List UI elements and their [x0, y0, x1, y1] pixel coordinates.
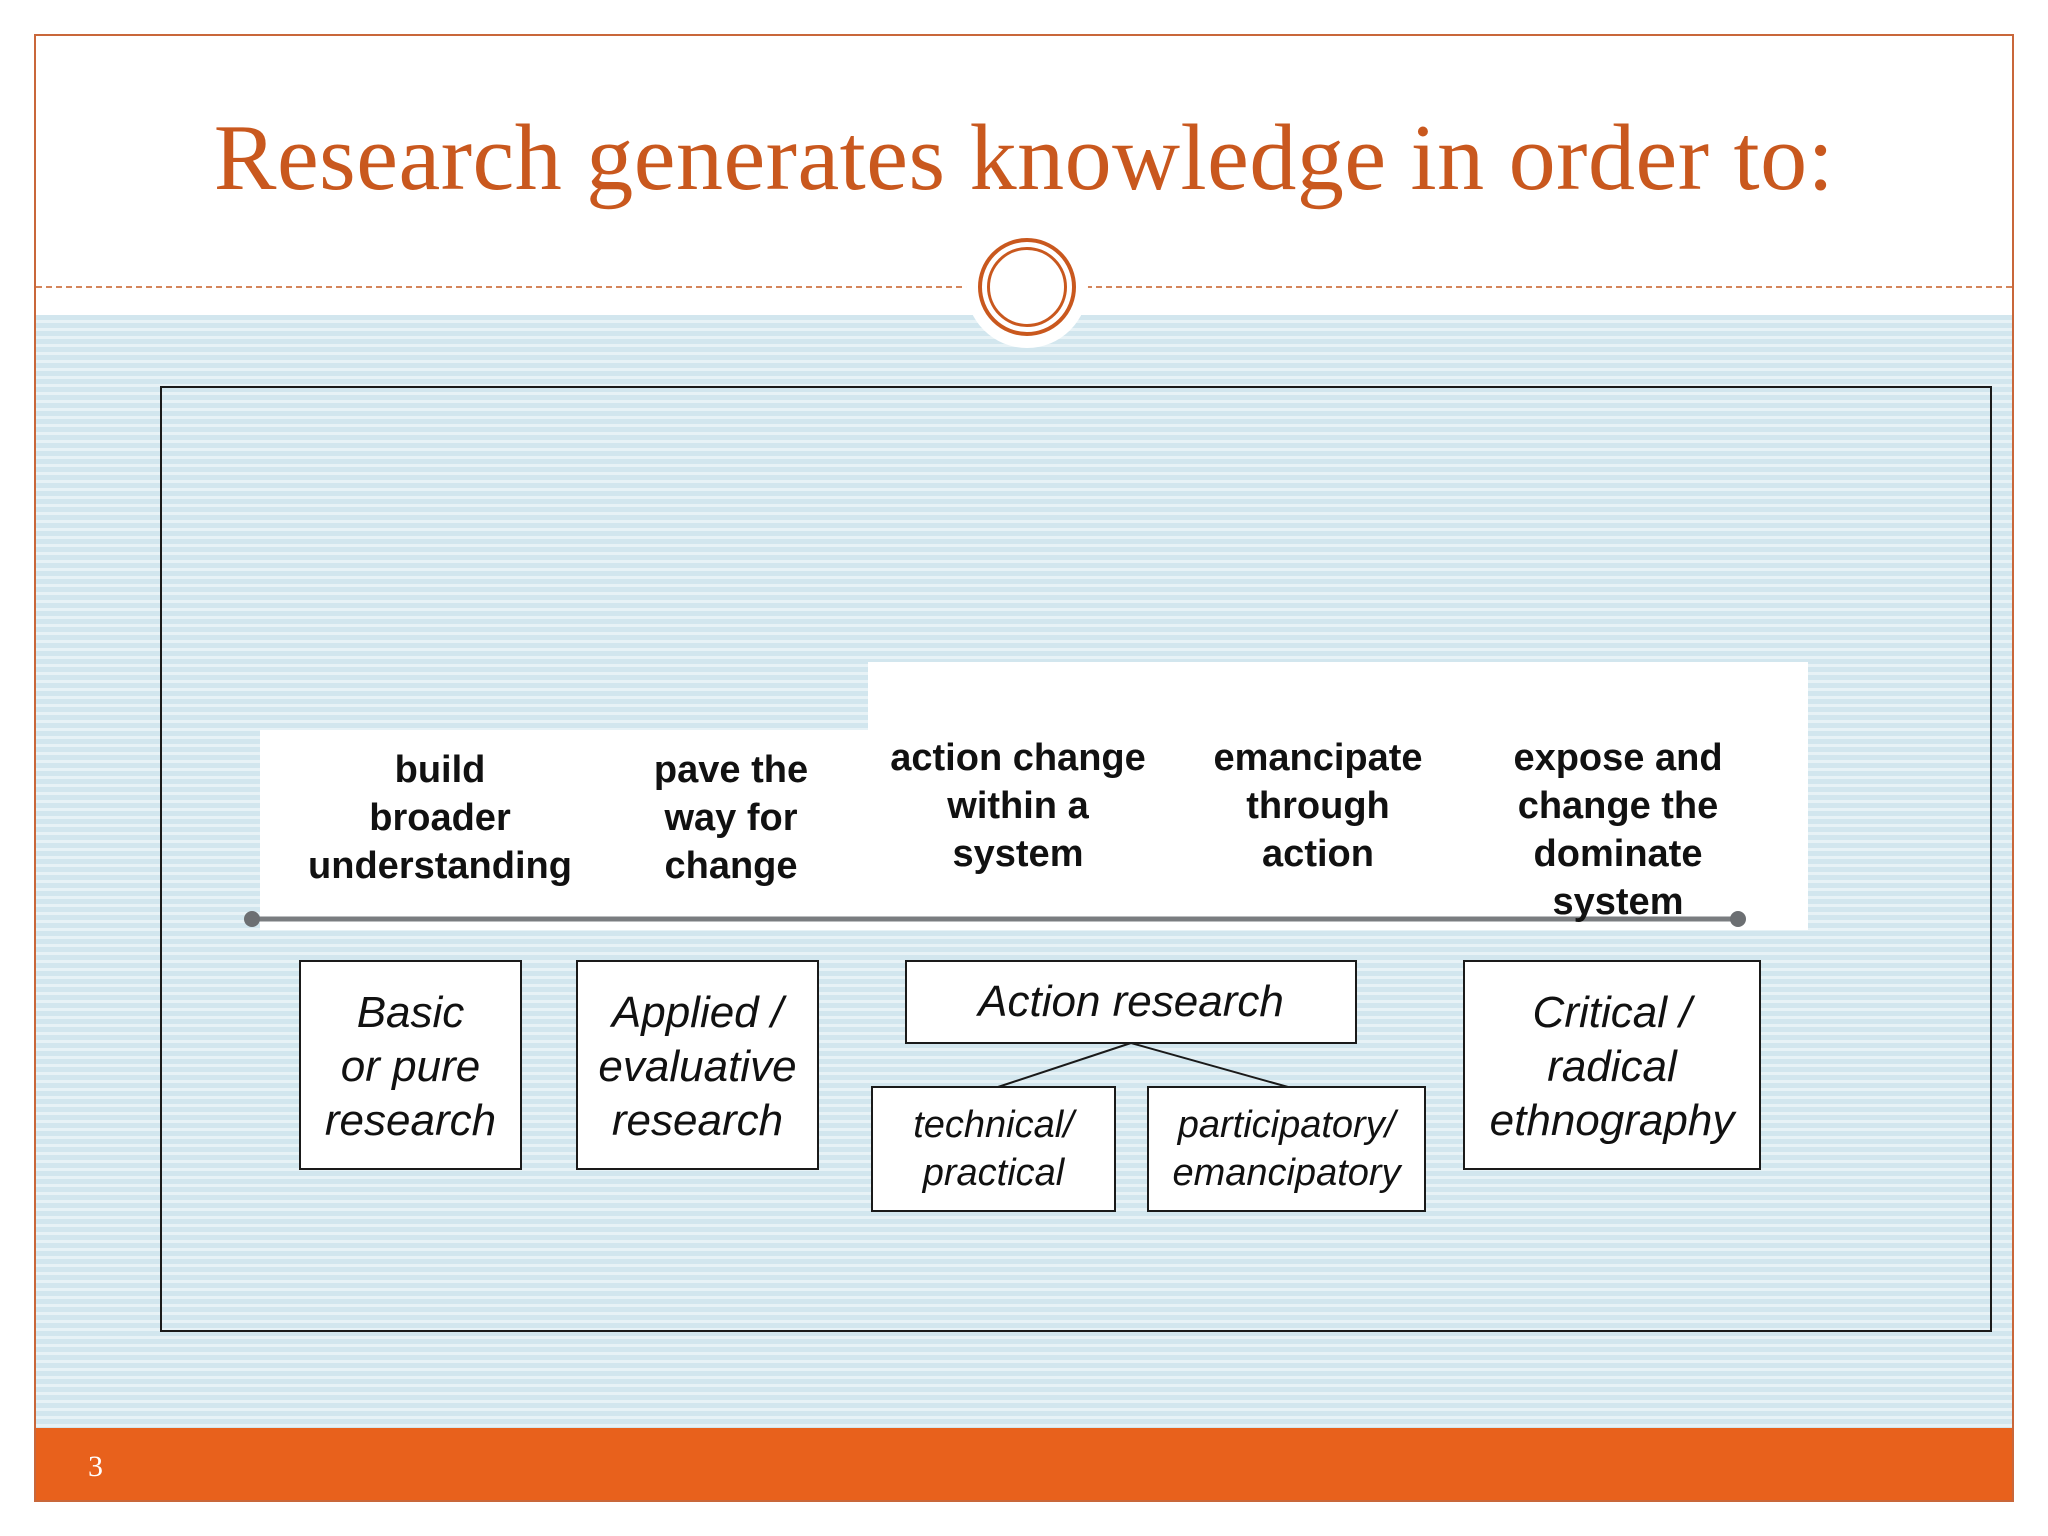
slide-title: Research generates knowledge in order to… — [213, 106, 1835, 210]
purpose-label-expose-change: expose and change the dominate system — [1513, 737, 1723, 923]
purpose-panel-left — [260, 730, 890, 930]
ornament-outer-ring — [978, 238, 1076, 336]
technical-practical-label: technical/ practical — [913, 1104, 1074, 1194]
branch-line-technical — [997, 1042, 1132, 1088]
participatory-emancipatory-label: participatory/ emancipatory — [1172, 1104, 1401, 1194]
basic-research-label: Basic or pure research — [324, 988, 497, 1145]
slide: Research generates knowledge in order to… — [34, 34, 2014, 1502]
footer-bar: 3 — [36, 1428, 2012, 1500]
diagram-graphics — [244, 662, 1808, 1212]
purpose-label-action-change: action change within a system — [890, 737, 1146, 875]
applied-research-box — [576, 960, 819, 1170]
participatory-emancipatory-box — [1147, 1086, 1426, 1212]
critical-ethnography-label: Critical / radical ethnography — [1489, 988, 1735, 1145]
branch-line-participatory — [1130, 1042, 1289, 1088]
circle-ornament-icon — [966, 226, 1088, 348]
action-research-label: Action research — [978, 977, 1284, 1026]
action-research-box — [905, 960, 1357, 1044]
purpose-label-emancipate: emancipate through action — [1213, 737, 1423, 875]
page-number: 3 — [88, 1450, 103, 1483]
purpose-label-pave-way: pave the way for change — [653, 749, 809, 887]
applied-research-label: Applied / evaluative research — [598, 988, 797, 1145]
purpose-label-build-understanding: build broader understanding — [308, 749, 572, 887]
diagram-frame — [160, 386, 1992, 1332]
continuum-start-dot — [244, 911, 260, 927]
technical-practical-box — [871, 1086, 1116, 1212]
purpose-panel-right — [868, 662, 1808, 930]
critical-ethnography-box — [1463, 960, 1761, 1170]
basic-research-box — [299, 960, 522, 1170]
ornament-inner-ring — [987, 247, 1067, 327]
continuum-end-dot — [1730, 911, 1746, 927]
